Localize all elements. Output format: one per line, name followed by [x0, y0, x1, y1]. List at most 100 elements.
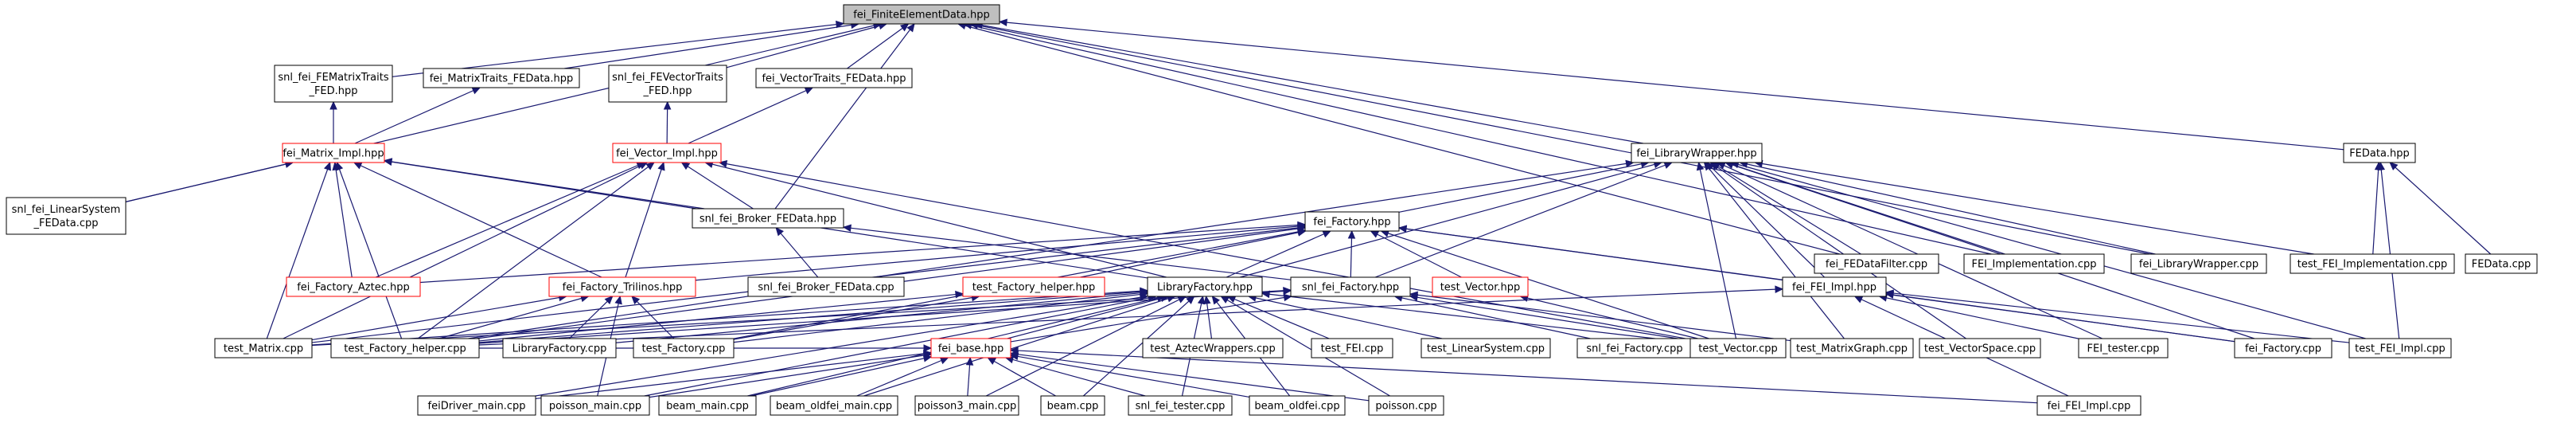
node-Factory_cpp[interactable]: fei_Factory.cpp: [2234, 338, 2332, 359]
node-test_LinearSystem[interactable]: test_LinearSystem.cpp: [1421, 338, 1551, 359]
node-test_Factory_cpp[interactable]: test_Factory.cpp: [633, 338, 735, 359]
node-LinearSystem_FEData[interactable]: snl_fei_LinearSystem_FEData.cpp: [6, 197, 127, 235]
node-test_Factory_helper_hpp[interactable]: test_Factory_helper.hpp: [962, 276, 1105, 297]
node-poisson_main[interactable]: poisson_main.cpp: [540, 395, 650, 416]
node-FEI_tester[interactable]: FEI_tester.cpp: [2078, 338, 2169, 359]
node-Broker_FEData_hpp[interactable]: snl_fei_Broker_FEData.hpp: [692, 208, 844, 229]
node-beam_oldfei[interactable]: beam_oldfei.cpp: [1249, 395, 1346, 416]
edge-line: [125, 162, 294, 202]
node-test_FEI[interactable]: test_FEI.cpp: [1311, 338, 1393, 359]
node-Broker_FEData_cpp[interactable]: snl_fei_Broker_FEData.cpp: [747, 276, 905, 297]
node-beam_oldfei_main[interactable]: beam_oldfei_main.cpp: [770, 395, 898, 416]
node-test_MatrixGraph[interactable]: test_MatrixGraph.cpp: [1790, 338, 1914, 359]
edge-arrowhead: [614, 295, 622, 305]
edge-arrowhead: [1220, 296, 1230, 304]
node-VectorTraits_FEData[interactable]: fei_VectorTraits_FEData.hpp: [755, 68, 913, 88]
node-label: fei_FEI_Impl.cpp: [2048, 401, 2131, 413]
edge-arrowhead: [1775, 285, 1784, 293]
edge-test_Matrix-to-Vector_Impl: [283, 162, 649, 339]
edge-arrowhead: [631, 296, 641, 305]
node-poisson3_main[interactable]: poisson3_main.cpp: [914, 395, 1019, 416]
node-snl_FEMatrixTraits[interactable]: snl_fei_FEMatrixTraits_FED.hpp: [274, 65, 393, 103]
node-LibraryWrapper_hpp[interactable]: fei_LibraryWrapper.hpp: [1631, 143, 1763, 163]
node-test_Vector_hpp[interactable]: test_Vector.hpp: [1432, 276, 1529, 297]
node-Vector_Impl[interactable]: fei_Vector_Impl.hpp: [612, 143, 722, 163]
node-Factory_hpp[interactable]: fei_Factory.hpp: [1304, 211, 1400, 232]
edge-snl_Factory_hpp-to-Factory_hpp: [1347, 229, 1356, 278]
node-feiDriver_main[interactable]: feiDriver_main.cpp: [417, 395, 536, 416]
node-FEI_Implementation[interactable]: FEI_Implementation.cpp: [1963, 253, 2105, 274]
node-box: [612, 143, 722, 163]
edge-line: [1007, 296, 1169, 339]
node-label: beam.cpp: [1047, 401, 1099, 413]
edge-arrowhead: [323, 161, 331, 171]
edge-line: [468, 162, 1634, 339]
node-poisson_cpp[interactable]: poisson.cpp: [1368, 395, 1444, 416]
edge-test_Vector_cpp-to-snl_Factory_hpp: [1409, 293, 1691, 342]
edge-line: [975, 23, 1643, 144]
node-Factory_Aztec[interactable]: fei_Factory_Aztec.hpp: [286, 276, 421, 297]
node-Matrix_Impl[interactable]: fei_Matrix_Impl.hpp: [282, 143, 385, 163]
edge-beam_oldfei_main-to-fei_base: [856, 357, 949, 397]
node-label: _FEData.cpp: [33, 217, 98, 229]
node-snl_FEVectorTraits[interactable]: snl_fei_FEVectorTraits_FED.hpp: [608, 65, 727, 103]
node-box: [2465, 253, 2538, 274]
edge-arrowhead: [1709, 162, 1719, 170]
node-Factory_Trilinos[interactable]: fei_Factory_Trilinos.hpp: [548, 276, 696, 297]
edge-line: [625, 162, 664, 278]
edge-test_Factory_cpp-to-LibraryFactory_hpp: [733, 290, 1149, 343]
node-test_Vector_cpp[interactable]: test_Vector.cpp: [1689, 338, 1787, 359]
node-label: fei_MatrixTraits_FEData.hpp: [430, 73, 574, 85]
node-label: test_Vector.cpp: [1698, 343, 1777, 355]
node-FEData_hpp[interactable]: FEData.hpp: [2343, 143, 2416, 163]
node-label: poisson_main.cpp: [549, 401, 641, 413]
node-test_FEI_Implementation[interactable]: test_FEI_Implementation.cpp: [2290, 253, 2455, 274]
edge-LibraryWrapper_cpp-to-LibraryWrapper_hpp: [1739, 160, 2156, 255]
node-beam_cpp[interactable]: beam.cpp: [1040, 395, 1105, 416]
node-label: test_Factory_helper.hpp: [972, 282, 1096, 294]
edge-FEI_Impl_hpp-to-Factory_hpp: [1397, 225, 1783, 280]
node-layer: fei_FiniteElementData.hpp snl_fei_FEMatri…: [6, 4, 2538, 416]
node-LibraryWrapper_cpp[interactable]: fei_LibraryWrapper.cpp: [2130, 253, 2267, 274]
node-fei_base[interactable]: fei_base.hpp: [930, 338, 1011, 359]
edge-line: [535, 296, 1148, 397]
node-test_VectorSpace[interactable]: test_VectorSpace.cpp: [1919, 338, 2041, 359]
node-FEData_cpp[interactable]: FEData.cpp: [2465, 253, 2538, 274]
edge-line: [2379, 162, 2400, 339]
edge-line: [1080, 230, 1306, 278]
edge-test_Factory_helper_cpp-to-FEI_Impl_hpp: [478, 285, 1784, 346]
node-snl_Factory_hpp[interactable]: snl_fei_Factory.hpp: [1290, 276, 1411, 297]
node-label: test_MatrixGraph.cpp: [1796, 343, 1908, 355]
node-snl_Factory_cpp[interactable]: snl_fei_Factory.cpp: [1576, 338, 1693, 359]
node-root[interactable]: fei_FiniteElementData.hpp: [843, 4, 1000, 25]
node-label: fei_FiniteElementData.hpp: [853, 10, 990, 22]
node-LibraryFactory_cpp[interactable]: LibraryFactory.cpp: [502, 338, 617, 359]
edge-arrowhead: [804, 87, 814, 95]
node-FEI_Impl_hpp[interactable]: fei_FEI_Impl.hpp: [1782, 276, 1887, 297]
edge-Broker_FEData_hpp-to-Vector_Impl: [680, 162, 754, 210]
node-snl_fei_tester[interactable]: snl_fei_tester.cpp: [1128, 395, 1233, 416]
node-beam_main[interactable]: beam_main.cpp: [658, 395, 757, 416]
node-LibraryFactory_hpp[interactable]: LibraryFactory.hpp: [1147, 276, 1263, 297]
node-test_FEI_Impl[interactable]: test_FEI_Impl.cpp: [2348, 338, 2452, 359]
edge-line: [988, 357, 1056, 397]
node-test_AztecWrappers[interactable]: test_AztecWrappers.cpp: [1142, 338, 1284, 359]
edge-line: [1697, 162, 1737, 339]
node-label: feiDriver_main.cpp: [428, 401, 526, 413]
edge-arrowhead: [1283, 287, 1292, 296]
edge-test_VectorSpace-to-LibraryWrapper_hpp: [1709, 162, 1966, 339]
node-label: test_VectorSpace.cpp: [1924, 343, 2036, 355]
node-FEDataFilter[interactable]: fei_FEDataFilter.cpp: [1814, 253, 1939, 274]
node-test_Factory_helper_cpp[interactable]: test_Factory_helper.cpp: [330, 338, 480, 359]
node-box: [1790, 338, 1914, 359]
node-box: [1631, 143, 1763, 163]
edge-line: [1350, 230, 1353, 278]
node-FEI_Impl_cpp[interactable]: fei_FEI_Impl.cpp: [2036, 395, 2141, 416]
edge-line: [1010, 296, 1292, 343]
edge-line: [705, 162, 1167, 278]
node-test_Matrix[interactable]: test_Matrix.cpp: [214, 338, 313, 359]
edge-line: [957, 23, 1841, 255]
edge-line: [1010, 349, 2038, 404]
node-MatrixTraits_FEData[interactable]: fei_MatrixTraits_FEData.hpp: [423, 68, 580, 88]
node-label: FEI_tester.cpp: [2087, 343, 2160, 355]
